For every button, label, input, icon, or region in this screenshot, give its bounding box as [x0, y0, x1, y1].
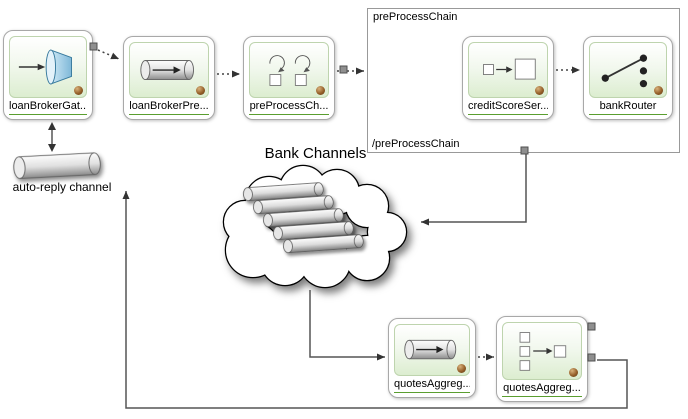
auto-reply-cylinder-graphic — [13, 152, 101, 179]
auto-reply-channel-cylinder — [11, 148, 109, 190]
spring-logo-icon — [535, 86, 544, 95]
spring-logo-icon — [569, 368, 578, 377]
chain-icon — [249, 42, 329, 98]
node-loan-broker-pre-channel: loanBrokerPre... — [123, 36, 215, 120]
node-credit-score-service: creditScoreSer... — [462, 36, 554, 120]
bank-channels-label: Bank Channels — [264, 145, 367, 162]
spring-logo-icon — [654, 86, 663, 95]
spring-logo-icon — [74, 86, 83, 95]
arrow-up-icon — [48, 122, 56, 130]
node-label: creditScoreSer... — [468, 100, 548, 115]
aggregator-icon-graphic — [519, 332, 567, 371]
spring-logo-icon — [196, 86, 205, 95]
connector-gateway-to-prechannel — [97, 49, 120, 60]
node-quotes-agg-channel: quotesAggreg... — [388, 318, 476, 398]
gateway-icon-graphic — [18, 49, 72, 85]
anchor-square — [587, 322, 596, 331]
bank-channels-cloud — [215, 162, 420, 299]
node-loan-broker-gateway: loanBrokerGat... — [3, 30, 93, 120]
router-icon — [589, 42, 667, 98]
node-label: bankRouter — [589, 100, 667, 115]
cloud-graphic — [222, 164, 408, 289]
channel-icon-graphic — [404, 339, 457, 360]
node-quotes-aggregator: quotesAggreg... — [496, 316, 588, 402]
node-label: loanBrokerPre... — [129, 100, 209, 115]
chain-icon-graphic — [269, 55, 311, 86]
chain-container-closing-label: /preProcessChain — [372, 138, 460, 150]
node-pre-process-chain-handler: preProcessCh... — [243, 36, 335, 120]
anchor-square — [587, 353, 596, 362]
connector-container-to-cloud — [421, 153, 527, 226]
service-activator-icon — [468, 42, 548, 98]
anchor-square — [339, 65, 348, 74]
connector-cloud-to-quoteschannel — [309, 290, 385, 361]
router-icon-graphic — [601, 54, 648, 88]
service-activator-icon-graphic — [483, 58, 536, 80]
channel-icon — [129, 42, 209, 98]
aggregator-icon — [502, 322, 582, 380]
node-label: preProcessCh... — [249, 100, 329, 115]
gateway-icon — [9, 36, 87, 98]
node-label: quotesAggreg... — [502, 382, 582, 397]
node-label: quotesAggreg... — [394, 378, 470, 393]
channel-icon — [394, 324, 470, 376]
spring-logo-icon — [316, 86, 325, 95]
channel-icon-graphic — [140, 59, 194, 80]
chain-container-title: preProcessChain — [373, 11, 458, 23]
spring-logo-icon — [457, 364, 466, 373]
auto-reply-channel-label: auto-reply channel — [12, 180, 112, 194]
node-label: loanBrokerGat... — [9, 100, 87, 115]
node-bank-router: bankRouter — [583, 36, 673, 120]
